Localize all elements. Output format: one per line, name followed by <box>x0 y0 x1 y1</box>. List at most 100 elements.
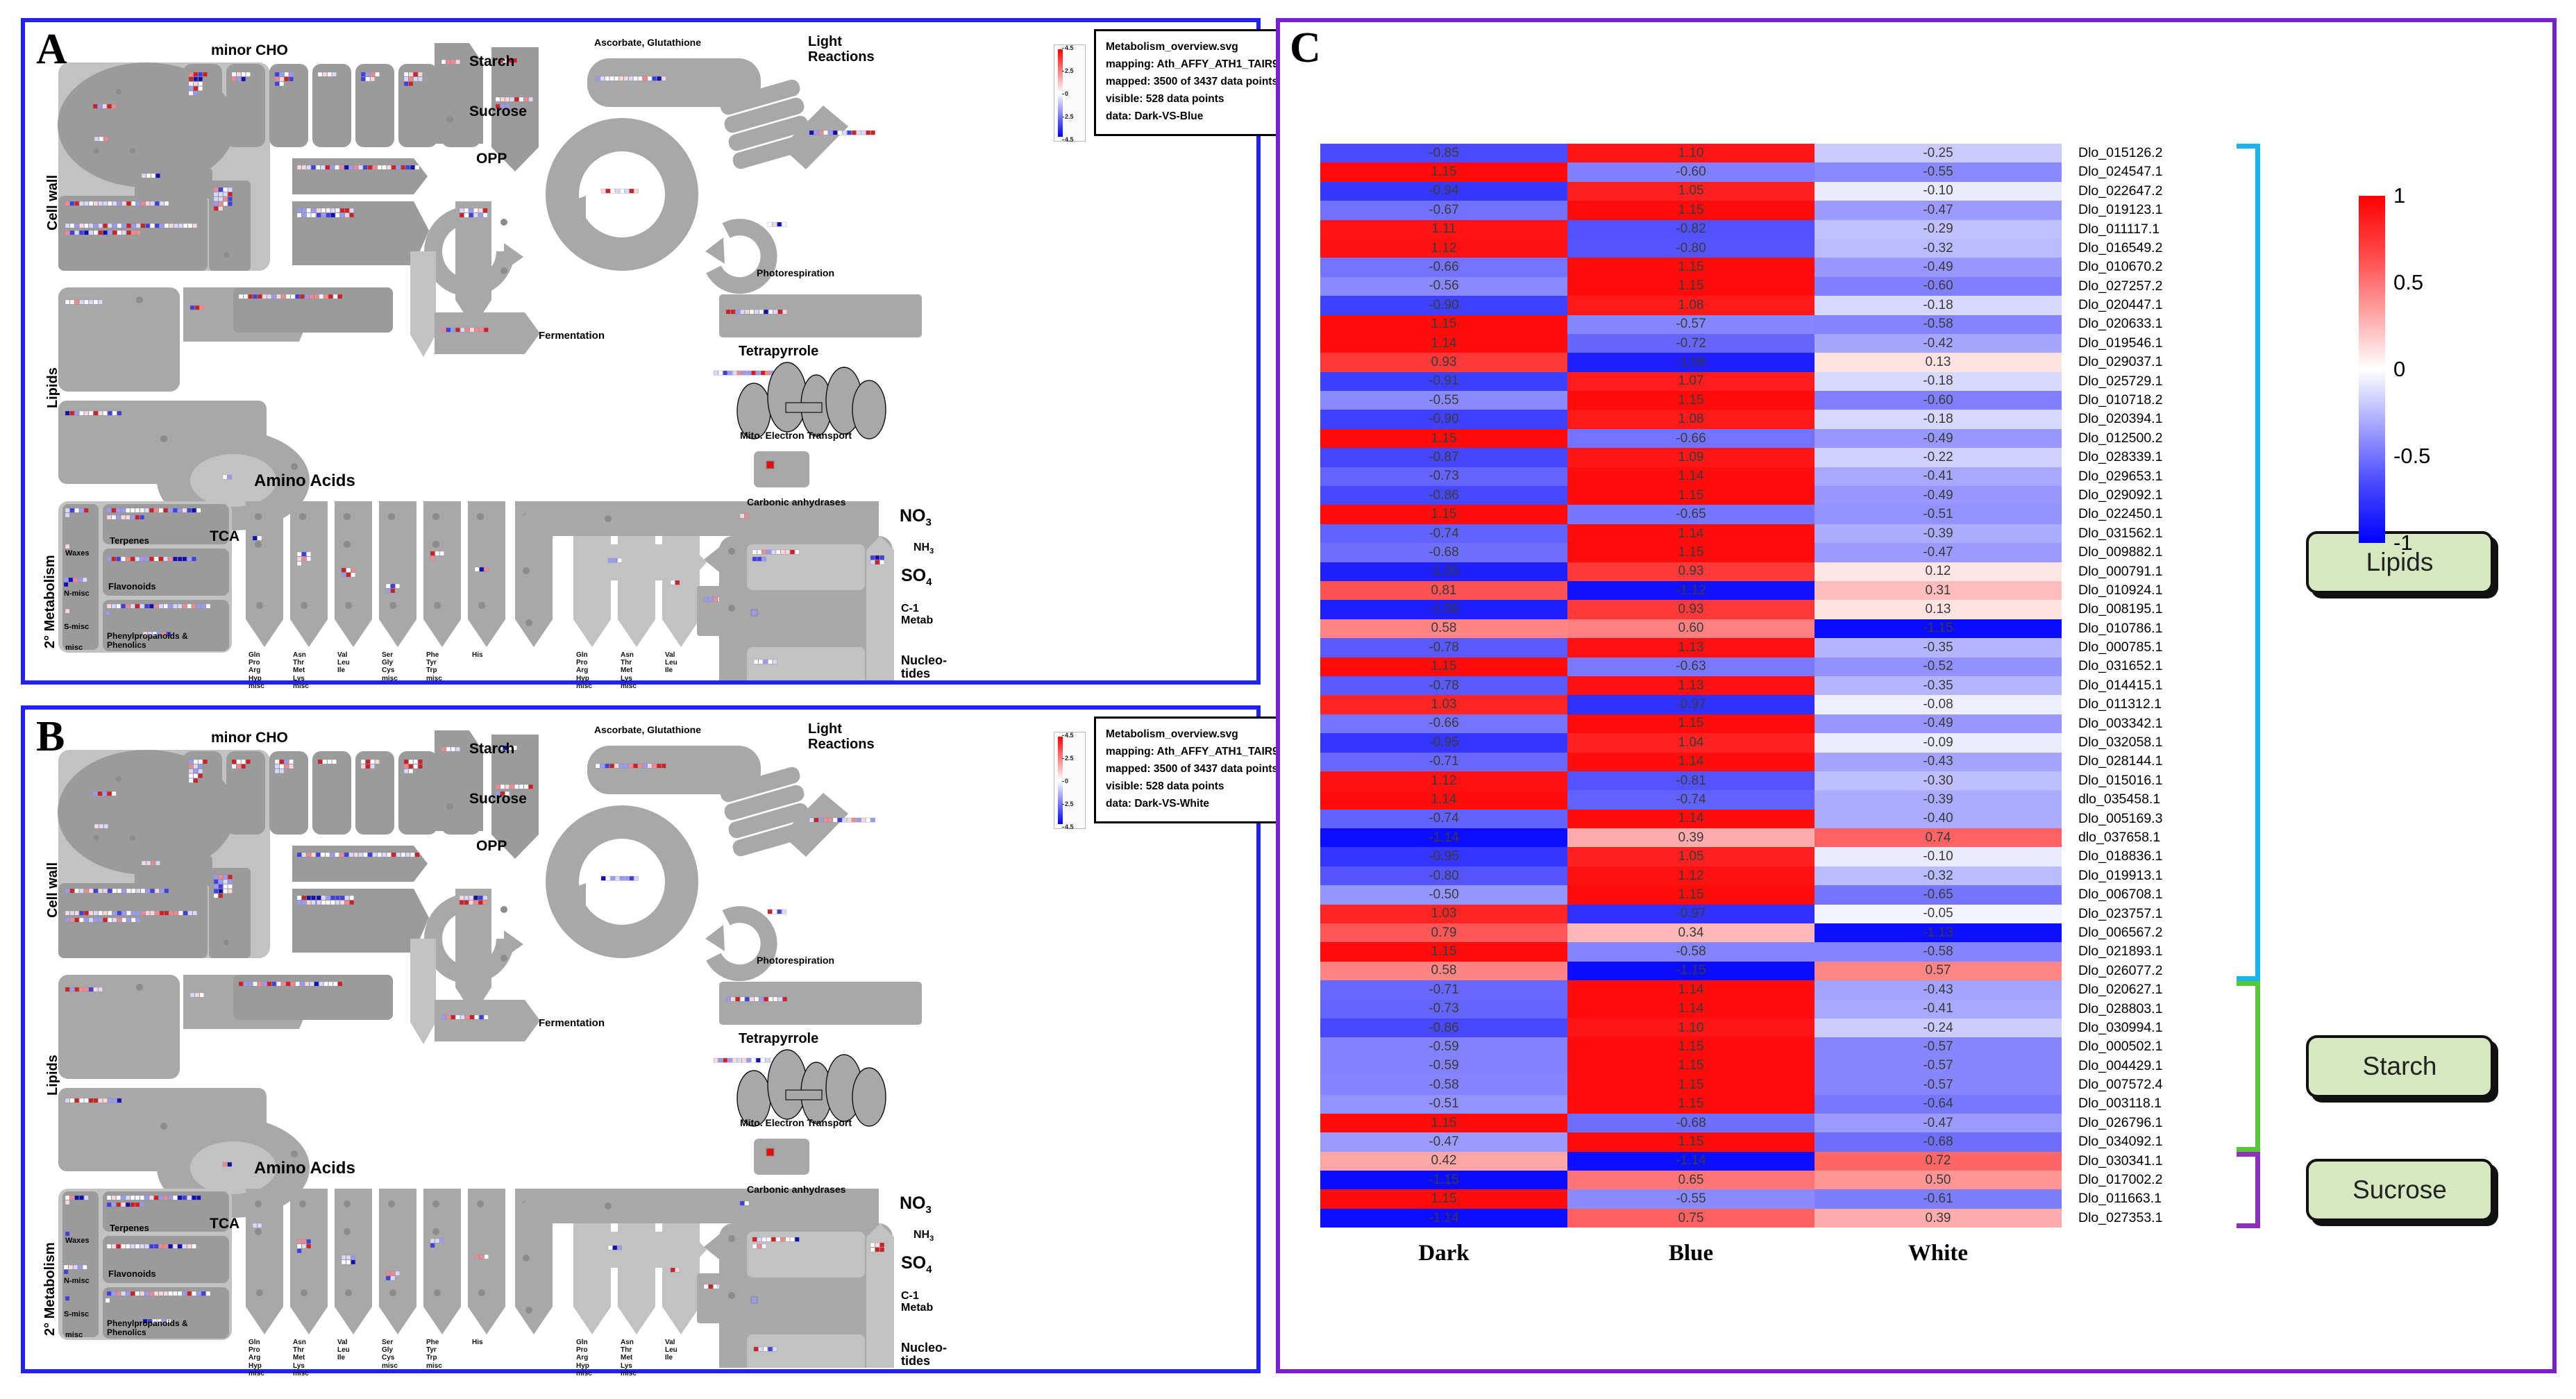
map-label-n-misc: N-misc <box>64 589 90 598</box>
heatmap-cell: -0.10 <box>1815 847 2062 866</box>
map-label-nucleo-tides: Nucleo- tides <box>901 1341 948 1368</box>
heatmap-row-label: Dlo_014415.1 <box>2078 677 2163 693</box>
map-label-minor-cho: minor CHO <box>211 42 288 58</box>
heatmap-row-label: Dlo_018836.1 <box>2078 848 2163 864</box>
map-aa-column-label: Val Leu Ile <box>665 1339 677 1362</box>
heatmap-cell: -0.80 <box>1567 238 1815 258</box>
heatmap-row-label: Dlo_029092.1 <box>2078 487 2163 503</box>
map-aa-column-label: Ser Gly Cys misc <box>382 1339 398 1370</box>
heatmap-cell: -0.47 <box>1320 1132 1567 1152</box>
heatmap-cell: -0.35 <box>1815 676 2062 696</box>
map-aa-column-label: Gln Pro Arg Hyp misc <box>249 1339 264 1377</box>
heatmap-cell: -0.57 <box>1815 1037 2062 1057</box>
heatmap-cell: -0.60 <box>1815 276 2062 296</box>
heatmap-cell: 1.07 <box>1567 371 1815 392</box>
heatmap-row-label: Dlo_006708.1 <box>2078 887 2163 903</box>
heatmap-row-label: Dlo_032058.1 <box>2078 735 2163 751</box>
heatmap-column-header: White <box>1908 1240 1969 1266</box>
heatmap-column-header: Dark <box>1418 1240 1470 1266</box>
heatmap-cell: 1.15 <box>1320 428 1567 449</box>
map-aa-column-label: Ser Gly Cys misc <box>382 651 398 682</box>
heatmap-row-label: Dlo_016549.2 <box>2078 240 2163 255</box>
heatmap-row-label: Dlo_007572.4 <box>2078 1077 2163 1093</box>
heatmap-cell: -0.55 <box>1320 391 1567 410</box>
group-box-starch: Starch <box>2306 1034 2493 1098</box>
heatmap-cell: 0.57 <box>1815 961 2062 981</box>
map-label-amino-acids: Amino Acids <box>254 1159 355 1178</box>
colorbar-gradient <box>2359 196 2385 543</box>
heatmap-cell: 0.75 <box>1567 1208 1815 1228</box>
heatmap-cell: 1.15 <box>1567 486 1815 505</box>
heatmap-cell: 1.15 <box>1567 885 1815 905</box>
heatmap-cell: -0.74 <box>1320 523 1567 544</box>
info-file: Metabolism_overview.svg <box>1106 728 1238 740</box>
heatmap-row-label: Dlo_015126.2 <box>2078 144 2163 160</box>
heatmap-cell: -0.05 <box>1815 904 2062 924</box>
heatmap-row-label: Dlo_020447.1 <box>2078 297 2163 313</box>
heatmap-row-label: dlo_035458.1 <box>2078 791 2161 807</box>
heatmap-row-label: Dlo_012500.2 <box>2078 430 2163 446</box>
map-label-ascorbate-glutathione: Ascorbate, Glutathione <box>594 37 702 48</box>
heatmap-cell: -0.66 <box>1320 714 1567 734</box>
heatmap-cell: 0.58 <box>1320 619 1567 639</box>
map-label-mito-electron-transport: Mito. Electron Transport <box>740 430 852 441</box>
map-label-photorespiration: Photorespiration <box>757 267 835 278</box>
heatmap-cell: -0.61 <box>1815 1189 2062 1209</box>
heatmap-row-label: Dlo_027353.1 <box>2078 1209 2163 1225</box>
colorbar-tick: 0.5 <box>2393 270 2424 294</box>
map-aa-column-label: Val Leu Ile <box>337 651 350 675</box>
map-label-opp: OPP <box>476 838 507 854</box>
heatmap-cell: 1.15 <box>1320 1189 1567 1209</box>
heatmap-cell: -0.73 <box>1320 999 1567 1019</box>
heatmap-cell: -1.15 <box>1567 961 1815 981</box>
map-aa-column-label: Gln Pro Arg Hyp misc <box>576 651 592 690</box>
heatmap-row-label: Dlo_010924.1 <box>2078 582 2163 598</box>
heatmap-cell: -0.35 <box>1815 638 2062 657</box>
map-label-misc: misc <box>65 1331 83 1339</box>
heatmap-cell: 1.15 <box>1320 505 1567 524</box>
heatmap-cell: -0.08 <box>1815 695 2062 714</box>
info-file: Metabolism_overview.svg <box>1106 41 1238 53</box>
heatmap-cell: -0.91 <box>1320 371 1567 392</box>
heatmap-cell: -0.50 <box>1320 885 1567 905</box>
panel-a-letter: A <box>36 26 67 73</box>
group-bracket <box>2237 980 2260 1153</box>
heatmap-row-label: Dlo_030994.1 <box>2078 1019 2163 1035</box>
colorbar-tick: 0 <box>2393 357 2406 381</box>
heatmap-cell: -0.90 <box>1320 410 1567 429</box>
map-label-carbonic-anhydrases: Carbonic anhydrases <box>747 1184 846 1195</box>
heatmap-cell: -0.32 <box>1815 866 2062 886</box>
colorbar-tick: 1 <box>2393 183 2406 208</box>
heatmap-cell: -0.68 <box>1815 1132 2062 1152</box>
bracket-spine <box>2255 1152 2260 1228</box>
map-label-photorespiration: Photorespiration <box>757 955 835 966</box>
heatmap-row: 1.03-0.97-0.05 <box>1320 904 2062 924</box>
heatmap-cell: -0.57 <box>1815 1056 2062 1076</box>
heatmap-cell: -0.51 <box>1320 1094 1567 1114</box>
heatmap-cell: -1.14 <box>1320 1208 1567 1228</box>
heatmap-cell: 1.08 <box>1567 296 1815 315</box>
heatmap-cell: 1.11 <box>1320 219 1567 239</box>
map-label-nh: NH3 <box>914 1229 934 1243</box>
heatmap-cell: -0.64 <box>1815 1094 2062 1114</box>
heatmap-cell: 0.60 <box>1567 619 1815 639</box>
map-label-carbonic-anhydrases: Carbonic anhydrases <box>747 496 846 508</box>
heatmap-cell: -0.95 <box>1320 847 1567 866</box>
heatmap-cell: 0.12 <box>1815 562 2062 581</box>
map-aa-column-label: Asn Thr Met Lys misc <box>293 651 309 690</box>
heatmap-cell: 1.14 <box>1567 523 1815 544</box>
